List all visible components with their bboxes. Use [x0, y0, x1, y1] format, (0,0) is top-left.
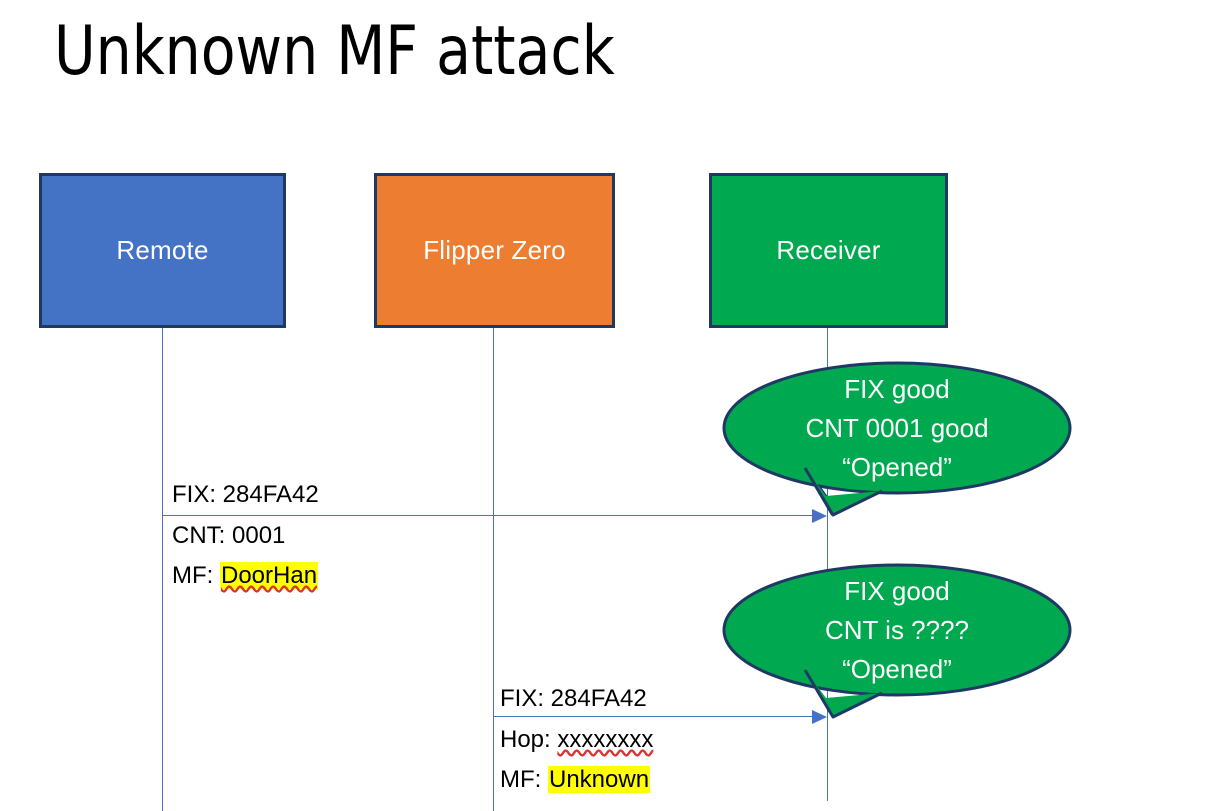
message-hop-prefix-2: Hop: [500, 726, 558, 753]
lifeline-remote [162, 327, 163, 811]
message-fix-text-2: FIX: 284FA42 [500, 685, 647, 712]
callout-line-2-1: FIX good [844, 576, 950, 606]
actor-label-remote: Remote [116, 235, 209, 265]
callout-line-1-1: FIX good [844, 374, 950, 404]
message-arrow-flipper-to-receiver [493, 716, 814, 717]
callout-line-2-3: “Opened” [842, 654, 952, 684]
callout-bubble-receiver-1[interactable]: FIX good CNT 0001 good “Opened” [722, 358, 1072, 518]
actor-box-receiver[interactable]: Receiver [709, 173, 948, 328]
message-mf-line-1: MF: DoorHan [172, 556, 319, 596]
message-mf-prefix-2: MF: [500, 766, 548, 793]
message-label-fix-1: FIX: 284FA42 [172, 475, 319, 515]
callout-bubble-receiver-2[interactable]: FIX good CNT is ???? “Opened” [722, 560, 1072, 720]
callout-line-1-2: CNT 0001 good [805, 413, 989, 443]
message-hop-line-2: Hop: xxxxxxxx [500, 720, 653, 760]
callout-shape-1 [722, 361, 1072, 517]
actor-label-receiver: Receiver [776, 235, 881, 265]
page-title: Unknown MF attack [54, 12, 615, 91]
callout-text-1: FIX good CNT 0001 good “Opened” [722, 358, 1072, 487]
message-mf-value-1: DoorHan [220, 562, 319, 589]
callout-line-2-2: CNT is ???? [824, 615, 970, 645]
message-cnt-text-1: CNT: 0001 [172, 522, 286, 549]
arrowhead-icon-remote-to-receiver [812, 509, 827, 523]
message-mf-prefix-1: MF: [172, 562, 220, 589]
callout-line-1-3: “Opened” [842, 452, 952, 482]
message-hop-value-2: xxxxxxxx [557, 726, 654, 753]
callout-text-2: FIX good CNT is ???? “Opened” [722, 560, 1072, 689]
message-mf-value-2: Unknown [548, 766, 651, 793]
message-label-body-2: Hop: xxxxxxxx MF: Unknown [500, 720, 653, 800]
message-label-body-1: CNT: 0001 MF: DoorHan [172, 516, 319, 596]
actor-label-flipper: Flipper Zero [423, 235, 566, 265]
lifeline-flipper [493, 327, 494, 811]
message-fix-text-1: FIX: 284FA42 [172, 481, 319, 508]
message-arrow-remote-to-receiver [162, 515, 814, 516]
lifeline-receiver [827, 327, 828, 801]
callout-shape-2 [722, 563, 1072, 719]
actor-box-flipper[interactable]: Flipper Zero [374, 173, 615, 328]
message-label-fix-2: FIX: 284FA42 [500, 679, 647, 719]
message-cnt-line-1: CNT: 0001 [172, 516, 318, 556]
actor-box-remote[interactable]: Remote [39, 173, 286, 328]
message-mf-line-2: MF: Unknown [500, 760, 653, 800]
arrowhead-icon-flipper-to-receiver [812, 710, 827, 724]
